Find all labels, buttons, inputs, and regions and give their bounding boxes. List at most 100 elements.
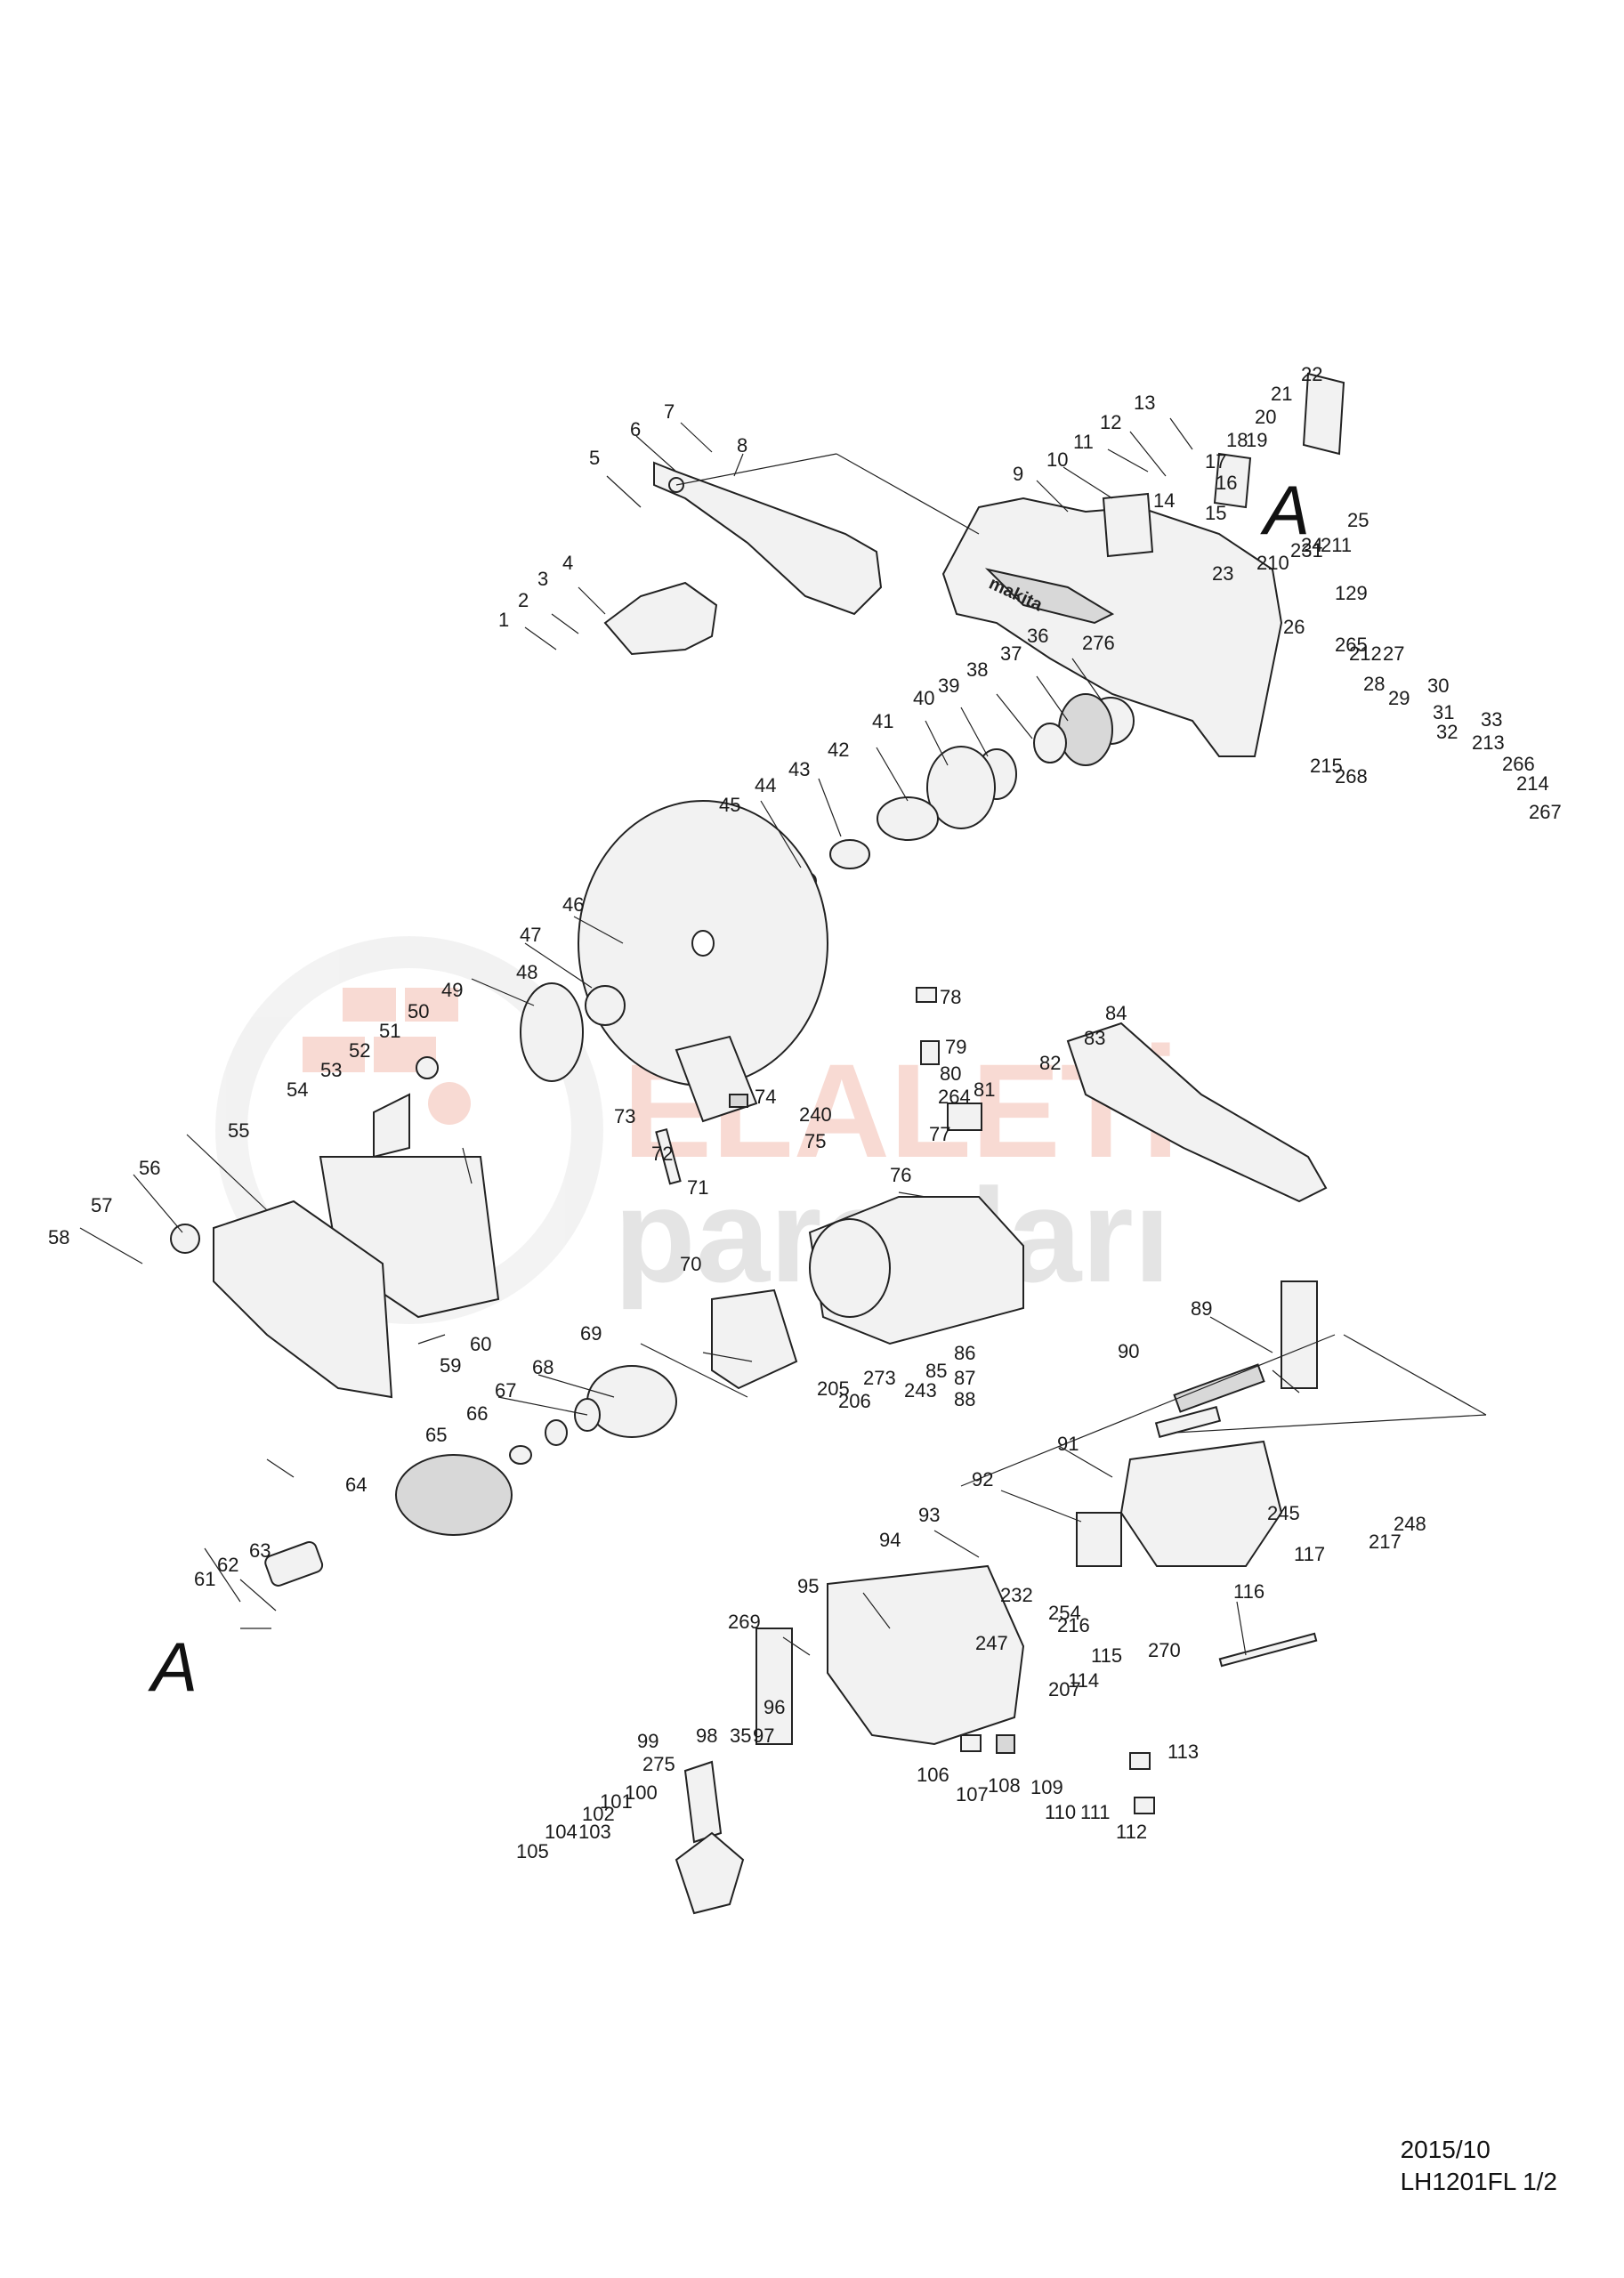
callout-49: 49	[441, 979, 463, 1001]
callout-28: 28	[1363, 673, 1385, 695]
callout-6: 6	[630, 418, 641, 440]
callout-81: 81	[974, 1078, 995, 1101]
callout-240: 240	[799, 1103, 832, 1126]
callout-25: 25	[1347, 509, 1369, 531]
callout-96: 96	[764, 1696, 785, 1718]
footer-model: LH1201FL 1/2	[1400, 2168, 1557, 2195]
callout-5: 5	[589, 447, 600, 469]
callout-78: 78	[940, 986, 961, 1008]
callout-36: 36	[1027, 625, 1048, 647]
callout-22: 22	[1301, 363, 1322, 385]
callout-59: 59	[440, 1354, 461, 1377]
callout-54: 54	[287, 1078, 308, 1101]
callout-3: 3	[537, 568, 548, 590]
callout-129: 129	[1335, 582, 1368, 604]
callout-79: 79	[945, 1036, 966, 1058]
callout-66: 66	[466, 1402, 488, 1425]
callout-58: 58	[48, 1226, 69, 1248]
motor-housing	[264, 1196, 1024, 1587]
callout-67: 67	[495, 1379, 516, 1402]
callout-275: 275	[642, 1753, 675, 1775]
callout-91: 91	[1057, 1433, 1079, 1455]
callout-248: 248	[1394, 1513, 1426, 1535]
callout-76: 76	[890, 1164, 911, 1186]
callout-10: 10	[1046, 448, 1068, 471]
callout-52: 52	[349, 1039, 370, 1062]
callout-4: 4	[562, 552, 573, 574]
callout-102: 102	[582, 1803, 615, 1825]
callout-215: 215	[1310, 755, 1343, 777]
callout-89: 89	[1191, 1297, 1212, 1320]
callout-243: 243	[904, 1379, 937, 1402]
callout-38: 38	[966, 658, 988, 681]
callout-269: 269	[728, 1611, 761, 1633]
callout-43: 43	[788, 758, 810, 780]
callout-266: 266	[1502, 753, 1535, 775]
callout-108: 108	[988, 1774, 1021, 1797]
callout-labels: 1 2 3 4 5 6 7 8 9 10 11 12 13 14 15 16 1…	[48, 363, 1562, 1862]
callout-56: 56	[139, 1157, 160, 1179]
callout-7: 7	[664, 400, 675, 423]
callout-116: 116	[1233, 1580, 1264, 1603]
callout-45: 45	[719, 794, 740, 816]
callout-15: 15	[1205, 502, 1226, 524]
callout-112: 112	[1116, 1821, 1147, 1843]
callout-72: 72	[651, 1143, 673, 1165]
callout-71: 71	[687, 1176, 708, 1199]
footer-date: 2015/10	[1400, 2136, 1491, 2163]
callout-53: 53	[320, 1059, 342, 1081]
marker-a-top: A	[1260, 471, 1310, 549]
callout-211: 211	[1321, 534, 1352, 556]
callout-30: 30	[1427, 675, 1449, 697]
callout-23: 23	[1212, 562, 1233, 585]
lower-arm-parts	[675, 1734, 1155, 1915]
callout-32: 32	[1436, 721, 1458, 743]
callout-12: 12	[1100, 411, 1121, 433]
callout-27: 27	[1383, 642, 1404, 665]
callout-11: 11	[1073, 431, 1094, 453]
callout-19: 19	[1246, 429, 1267, 451]
footer: 2015/10 LH1201FL 1/2	[1401, 2134, 1557, 2198]
callout-231: 231	[1290, 539, 1323, 561]
callout-106: 106	[917, 1764, 949, 1786]
callout-80: 80	[940, 1062, 961, 1085]
callout-87: 87	[954, 1367, 975, 1389]
callout-101: 101	[600, 1790, 633, 1813]
callout-20: 20	[1255, 406, 1276, 428]
callout-95: 95	[797, 1575, 819, 1597]
lower-guard	[170, 982, 626, 1399]
callout-55: 55	[228, 1119, 249, 1142]
blade-guard	[603, 461, 883, 656]
callout-109: 109	[1030, 1776, 1063, 1798]
callout-61: 61	[194, 1568, 215, 1590]
callout-267: 267	[1529, 801, 1562, 823]
callout-44: 44	[755, 774, 776, 796]
callout-88: 88	[954, 1388, 975, 1410]
callout-117: 117	[1294, 1543, 1325, 1565]
callout-31: 31	[1433, 701, 1454, 723]
callout-105: 105	[516, 1840, 549, 1862]
callout-42: 42	[828, 739, 849, 761]
callout-93: 93	[918, 1504, 940, 1526]
callout-68: 68	[532, 1356, 553, 1378]
callout-2: 2	[518, 589, 529, 611]
callout-85: 85	[925, 1360, 947, 1382]
switch-box	[755, 1280, 1318, 1746]
callout-62: 62	[217, 1554, 238, 1576]
callout-115: 115	[1091, 1644, 1122, 1667]
callout-207: 207	[1048, 1678, 1081, 1700]
callout-86: 86	[954, 1342, 975, 1364]
callout-247: 247	[975, 1632, 1008, 1654]
callout-40: 40	[913, 687, 934, 709]
callout-206: 206	[838, 1390, 871, 1412]
callout-46: 46	[562, 893, 584, 916]
callout-14: 14	[1153, 489, 1175, 512]
marker-a-bottom: A	[148, 1628, 198, 1706]
callout-111: 111	[1080, 1801, 1110, 1823]
callout-217: 217	[1369, 1531, 1402, 1553]
callout-35: 35	[730, 1725, 751, 1747]
callout-48: 48	[516, 961, 537, 983]
callout-1: 1	[498, 609, 509, 631]
callout-265: 265	[1335, 634, 1368, 656]
